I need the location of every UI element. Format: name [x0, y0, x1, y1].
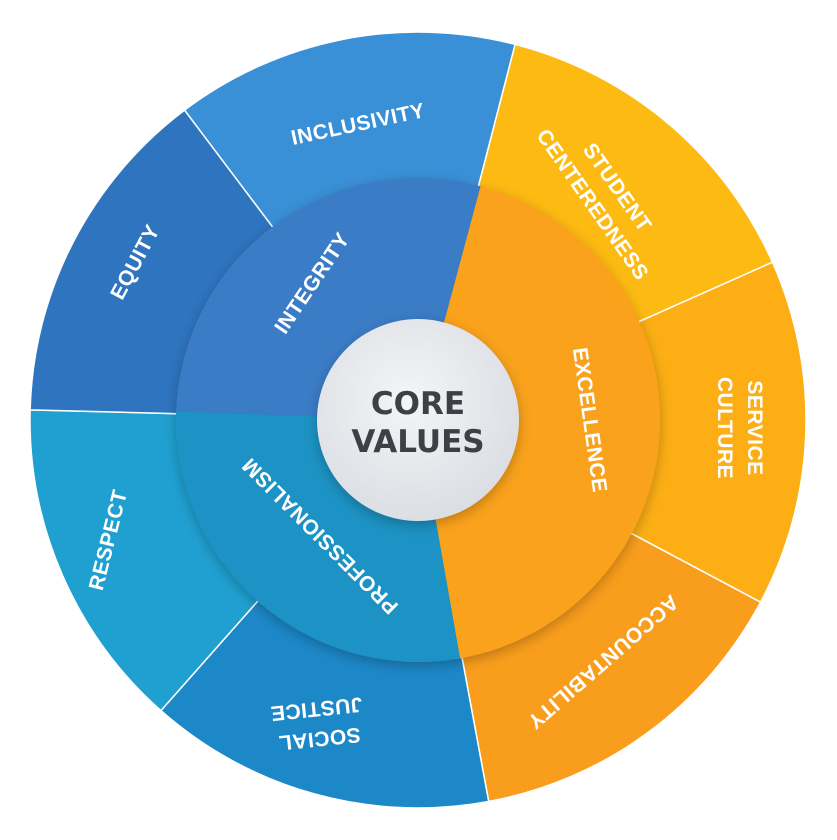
center-circle: [317, 319, 519, 521]
center-title-line1: CORE: [371, 386, 465, 422]
inner-ring: [176, 178, 660, 662]
outer-label-service-culture: SERVICE CULTURE: [713, 377, 766, 479]
center-title-line2: VALUES: [351, 424, 484, 460]
outer-label-service-culture-line: SERVICE: [743, 380, 766, 475]
outer-label-service-culture-line: CULTURE: [713, 377, 736, 479]
inner-segment: [418, 186, 660, 659]
